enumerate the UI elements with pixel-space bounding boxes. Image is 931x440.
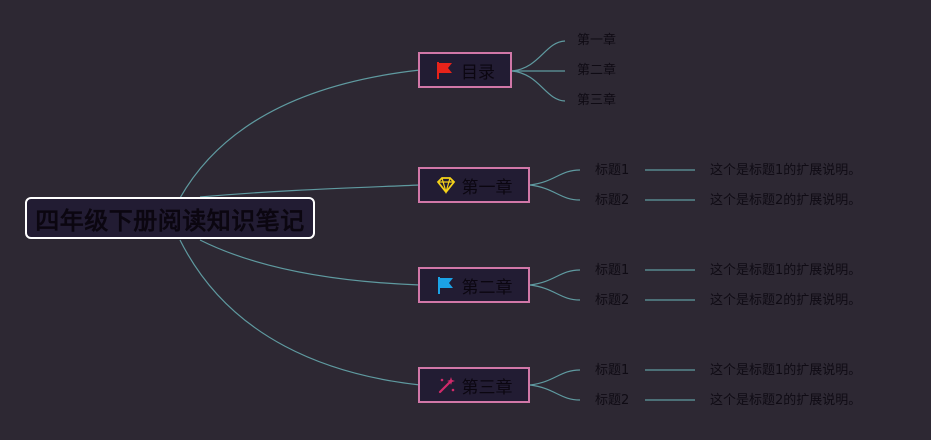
subtopic-note[interactable]: 这个是标题1的扩展说明。 [710,263,862,278]
topic-chapter-3[interactable]: 第三章 [418,367,530,403]
topic-label: 第二章 [461,277,513,298]
subtopic-title[interactable]: 标题1 [595,263,630,278]
subtopic-title[interactable]: 标题2 [595,293,630,308]
diamond-icon [436,175,456,195]
connector-mulu-1 [511,40,566,72]
red-flag-icon [435,60,455,80]
topic-chapter-2[interactable]: 第二章 [418,267,530,303]
subtopic-title[interactable]: 标题2 [595,393,630,408]
subtopic-title[interactable]: 标题2 [595,193,630,208]
topic-label: 目录 [461,62,495,83]
connector-ch3-2 [529,384,581,401]
subtopic-note[interactable]: 这个是标题2的扩展说明。 [710,293,862,308]
topic-label: 第三章 [461,377,513,398]
subtopic-note[interactable]: 这个是标题1的扩展说明。 [710,163,862,178]
subtopic-note[interactable]: 这个是标题2的扩展说明。 [710,193,862,208]
connector-ch2-1 [529,269,581,286]
connector-root-to-mulu [179,69,421,199]
subtopic-note[interactable]: 这个是标题2的扩展说明。 [710,393,862,408]
connector-ch1-2 [529,184,581,201]
connector-root-to-ch1 [199,184,421,198]
subtopic-title[interactable]: 标题1 [595,363,630,378]
connector-mulu-3 [511,70,566,102]
topic-chapter-1[interactable]: 第一章 [418,167,530,203]
subtopic[interactable]: 第一章 [577,33,617,48]
connector-root-to-ch2 [199,239,421,286]
magic-wand-icon [436,375,456,395]
connector-ch3-1 [529,369,581,386]
subtopic-title[interactable]: 标题1 [595,163,630,178]
topic-label: 第一章 [461,177,513,198]
connector-ch2-2 [529,284,581,301]
connector-ch1-1 [529,169,581,186]
topic-mulu[interactable]: 目录 [418,52,512,88]
subtopic[interactable]: 第三章 [577,93,617,108]
root-topic-label: 四年级下册阅读知识笔记 [35,206,305,235]
connector-root-to-ch3 [179,239,421,386]
blue-flag-icon [436,275,456,295]
subtopic-note[interactable]: 这个是标题1的扩展说明。 [710,363,862,378]
root-topic[interactable]: 四年级下册阅读知识笔记 [25,197,315,239]
subtopic[interactable]: 第二章 [577,63,617,78]
